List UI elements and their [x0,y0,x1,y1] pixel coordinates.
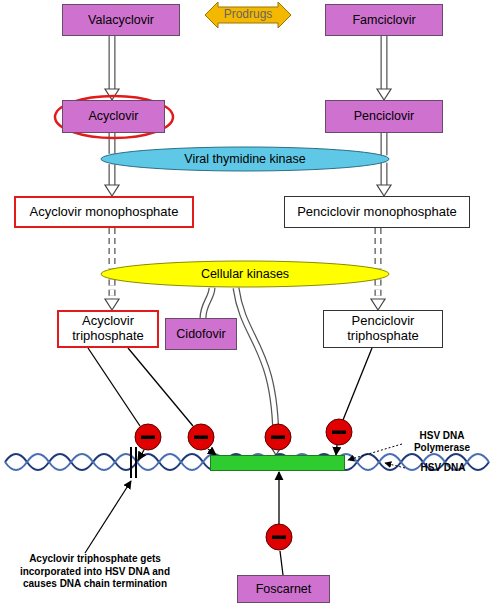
arrow-head [105,185,119,196]
node-text: Viral thymidine kinase [184,152,305,166]
drug-box: Acyclovir [62,100,165,133]
drug-box: Cidofovir [165,318,237,350]
metabolite-box: Acyclovir monophosphate [14,196,194,228]
arrow-shaft [236,288,276,445]
arrow-shaft [381,36,388,90]
arrow-shaft [110,280,115,300]
arrow-shaft [203,288,212,318]
arrow-shaft [110,133,115,154]
inhibition-symbol [266,524,292,550]
arrow-shaft [376,280,381,300]
inhibition-symbol [188,424,214,450]
node-text: Acyclovir triphosphate [59,314,157,344]
inhibition-symbol [135,424,161,450]
node-text: Penciclovir [354,109,414,123]
arrow-shaft [382,36,387,90]
arrow-shaft [109,164,116,186]
arrow-shaft [382,133,387,155]
leader-line [385,463,405,468]
node-text: Foscarnet [256,582,312,596]
arrow-head [105,299,119,310]
node-text: Acyclovir monophosphate [30,205,179,220]
arrow-head [371,299,385,310]
arrow-shaft [110,36,115,90]
inhibition-line [336,445,337,455]
arrow-shaft [109,133,116,154]
enzyme-ellipse: Viral thymidine kinase [100,146,390,172]
process-arrow [112,133,113,154]
node-text: Cellular kinases [201,267,289,281]
node-text: Cidofovir [176,327,225,341]
leader-line [348,444,402,460]
process-arrow [371,280,385,310]
arrow-head [105,89,119,100]
metabolite-box: Penciclovir triphosphate [323,310,443,348]
dna-strand [5,454,489,470]
node-text: Acyclovir [88,109,138,123]
arrow-shaft [109,280,116,300]
node-text: Famciclovir [352,13,415,27]
process-arrow [384,133,385,155]
node-text: Penciclovir monophosphate [297,205,457,220]
arrow-shaft [109,36,116,90]
process-arrow [105,164,119,196]
arrow-shaft [375,280,382,300]
node-text: Penciclovir triphosphate [324,314,442,344]
inhibition-line [128,348,193,426]
arrow-shaft [381,133,388,155]
inhibition-symbol [265,424,291,450]
arrow-shaft [110,164,115,186]
inhibition-line [138,450,144,460]
process-arrow [377,163,391,196]
arrow-shaft [109,228,116,268]
inhibition-line [278,472,279,524]
termination-bar [130,447,132,478]
arrow-shaft [376,228,381,268]
annotation-text: Acyclovir triphosphate gets incorporated… [4,553,186,591]
process-arrow [378,228,379,268]
arrow-shaft [203,288,212,318]
process-arrow [105,280,119,310]
arrow-head [377,185,391,196]
inhibition-line [343,348,372,420]
arrow-shaft [375,228,382,268]
drug-box: Valacyclovir [62,4,180,36]
drug-box: Foscarnet [237,575,330,603]
metabolite-box: Acyclovir triphosphate [57,310,159,348]
dna-label: HSV DNA [408,462,478,475]
inhibition-symbol [326,419,352,445]
enzyme-ellipse: Cellular kinases [100,260,390,288]
arrow-shaft [381,163,388,186]
metabolite-box: Penciclovir monophosphate [284,196,470,228]
highlight-ellipse [55,96,173,138]
leader-line [85,481,131,553]
arrow-head [377,89,391,100]
termination-bar [135,447,137,478]
inhibition-line [280,551,283,575]
node-text: Valacyclovir [88,13,154,27]
arrow-shaft [382,163,387,186]
arrow-shaft [110,228,115,268]
inhibition-line [88,348,140,426]
node-text: Prodrugs [224,8,273,22]
drug-box: Penciclovir [325,100,443,133]
node-text: HSV DNA Polymerase [406,430,478,454]
arrow-shaft [236,288,276,445]
dna-strand [5,454,489,470]
double-arrow: Prodrugs [204,1,292,29]
process-arrow [112,228,113,268]
polymerase-bar: HSV DNA Polymerase [210,455,345,471]
process-arrow [377,36,391,100]
process-arrow [203,288,212,318]
drug-box: Famciclovir [325,4,443,36]
process-arrow [105,36,119,100]
